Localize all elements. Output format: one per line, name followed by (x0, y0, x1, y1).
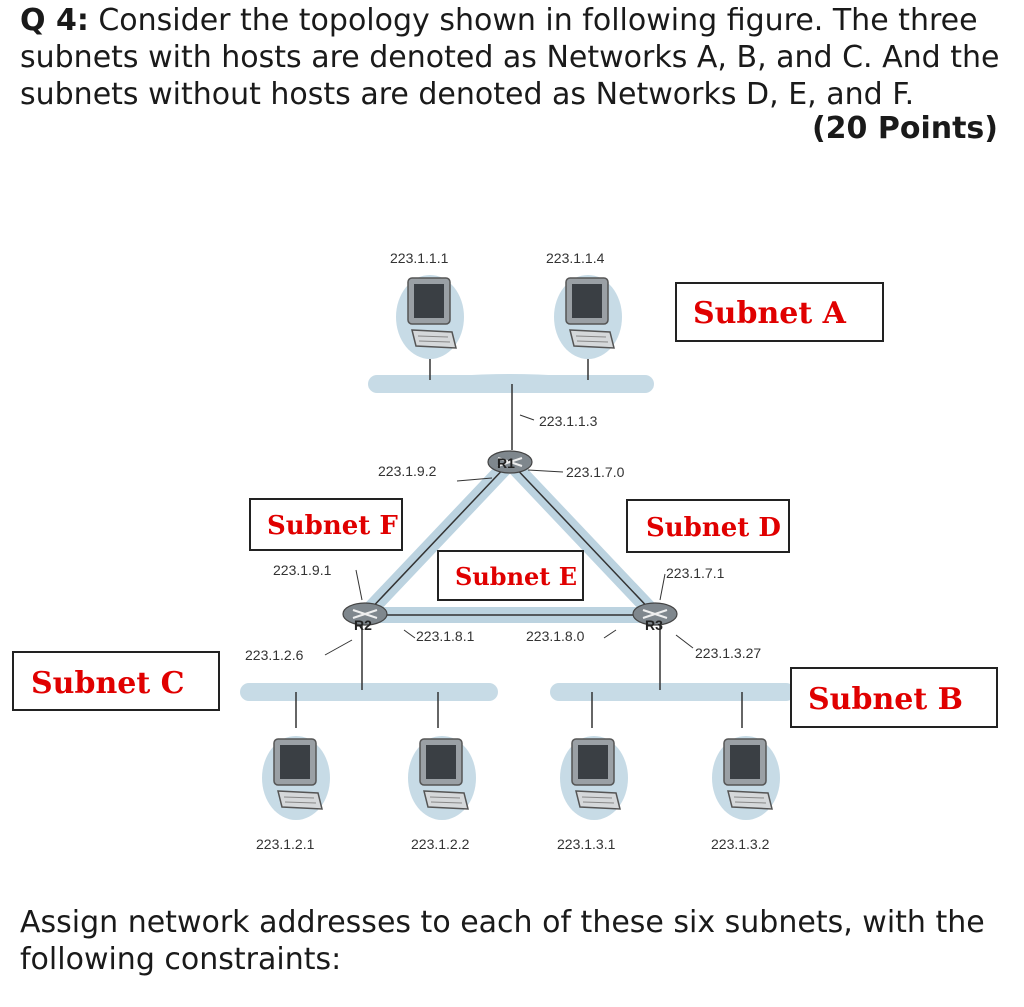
subnet-c-box: Subnet C (12, 651, 220, 711)
subnet-e-label: Subnet E (455, 562, 577, 591)
ip-label: 223.1.9.2 (378, 463, 437, 479)
ip-label: 223.1.1.4 (546, 250, 605, 266)
ip-label: 223.1.2.6 (245, 647, 304, 663)
question-number: Q 4: (20, 3, 89, 38)
subnet-d-label: Subnet D (646, 513, 781, 543)
footer-text: Assign network addresses to each of thes… (20, 905, 985, 977)
ip-label: 223.1.1.1 (390, 250, 449, 266)
subnet-a-label: Subnet A (693, 296, 847, 331)
ip-label: 223.1.3.2 (711, 836, 770, 852)
subnet-e-box: Subnet E (437, 550, 584, 601)
interface-leaders (324, 414, 694, 656)
subnet-c-label: Subnet C (31, 666, 185, 701)
subnet-b-box: Subnet B (790, 667, 998, 728)
router-r2-label: R2 (354, 617, 372, 633)
ip-label: 223.1.3.1 (557, 836, 616, 852)
host-a1-icon (395, 274, 465, 360)
ip-label: 223.1.8.0 (526, 628, 585, 644)
ip-label: 223.1.2.1 (256, 836, 315, 852)
subnet-f-label: Subnet F (267, 511, 398, 541)
ip-label: 223.1.8.1 (416, 628, 475, 644)
ip-label: 223.1.1.3 (539, 413, 598, 429)
ip-label: 223.1.9.1 (273, 562, 332, 578)
host-c2-icon (407, 735, 477, 821)
host-a2-icon (553, 274, 623, 360)
subnet-c-segment (240, 625, 498, 728)
subnet-d-box: Subnet D (626, 499, 790, 553)
ip-label: 223.1.7.1 (666, 565, 725, 581)
subnet-f-box: Subnet F (249, 498, 403, 551)
router-r3-label: R3 (645, 617, 663, 633)
host-c1-icon (261, 735, 331, 821)
host-b1-icon (559, 735, 629, 821)
subnet-b-label: Subnet B (808, 682, 963, 717)
question-text: Q 4: Consider the topology shown in foll… (20, 2, 1005, 113)
ip-label: 223.1.7.0 (566, 464, 625, 480)
question-body: Consider the topology shown in following… (20, 3, 1000, 112)
subnet-b-segment (550, 625, 795, 728)
router-links (357, 454, 663, 623)
host-b2-icon (711, 735, 781, 821)
subnet-a-segment (368, 345, 654, 450)
ip-label: 223.1.3.27 (695, 645, 761, 661)
points-label: (20 Points) (811, 111, 998, 146)
ip-label: 223.1.2.2 (411, 836, 470, 852)
router-r1-label: R1 (497, 455, 515, 471)
subnet-a-box: Subnet A (675, 282, 884, 342)
